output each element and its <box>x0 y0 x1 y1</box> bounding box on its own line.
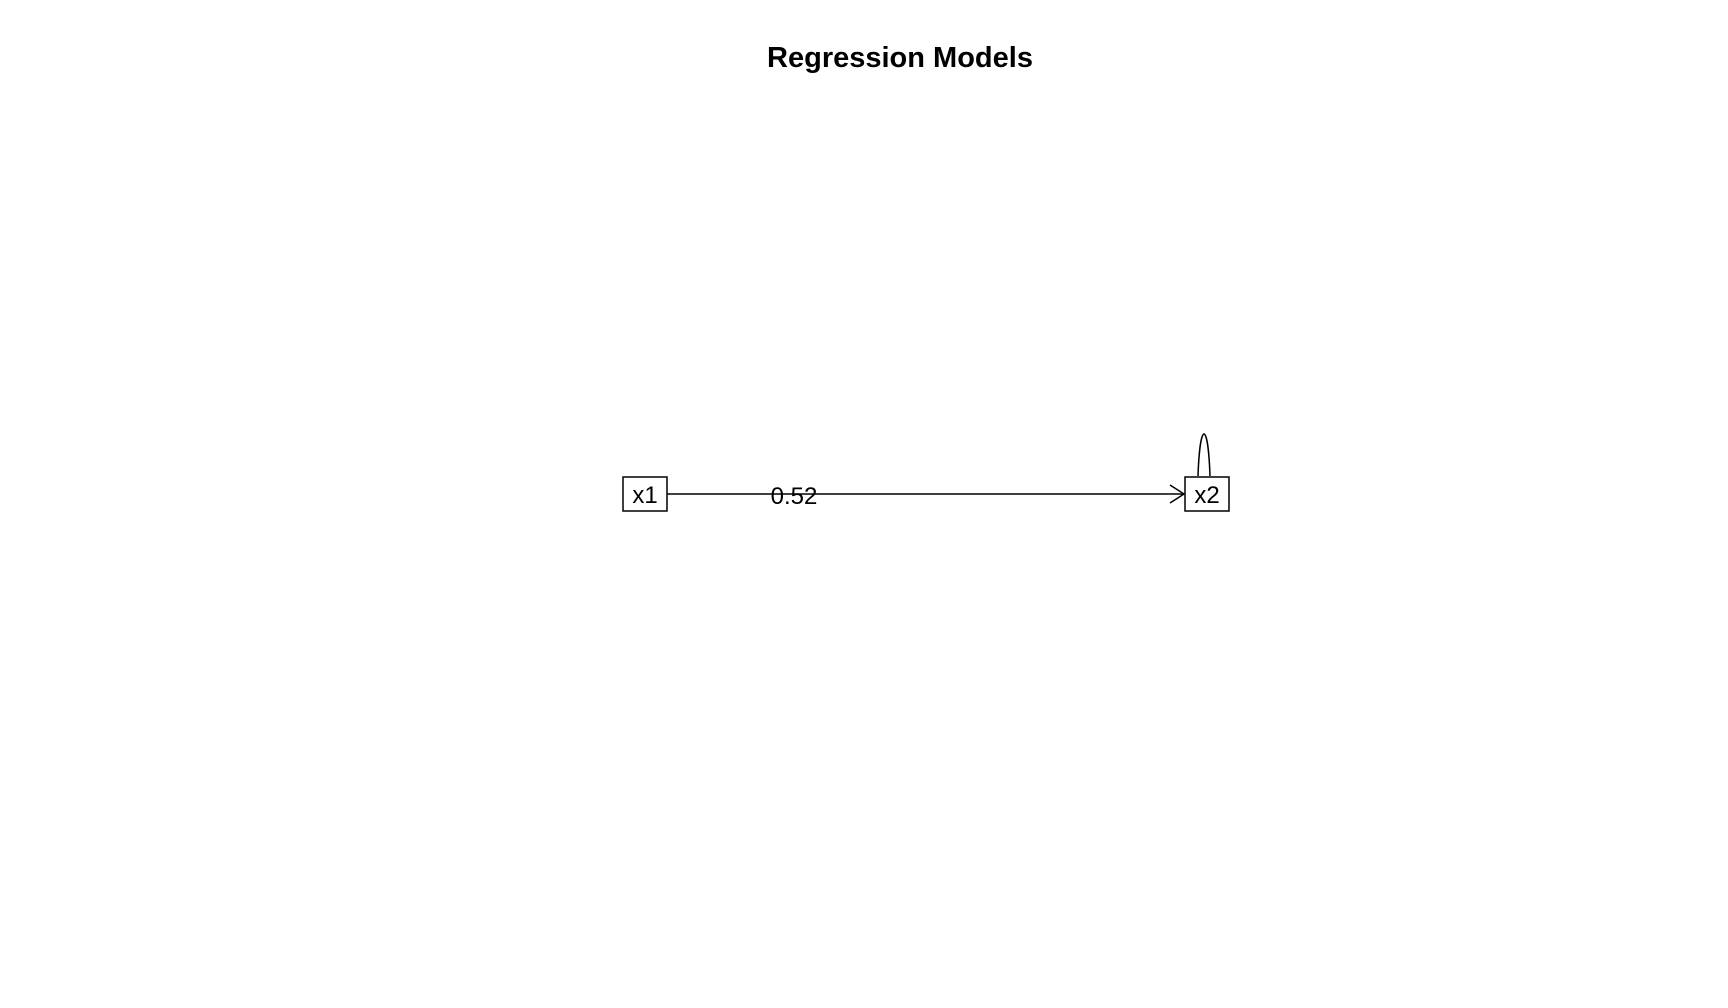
residual-loop-x2 <box>1197 433 1211 477</box>
node-x2-label: x2 <box>1194 482 1219 509</box>
diagram-title: Regression Models <box>767 42 1033 74</box>
node-x1: x1 <box>622 476 668 512</box>
node-x1-label: x1 <box>632 482 657 509</box>
node-x2: x2 <box>1184 476 1230 512</box>
arrowhead-icon <box>1169 484 1186 504</box>
edge-x1-x2: 0.52 <box>666 483 1186 510</box>
edge-x1-x2-label: 0.52 <box>771 483 818 510</box>
node-x1-box <box>622 476 668 512</box>
node-x2-box <box>1184 476 1230 512</box>
